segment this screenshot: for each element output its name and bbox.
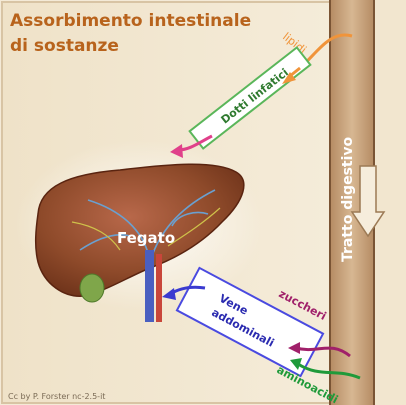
right-margin [375, 0, 406, 405]
vena-cava [145, 250, 154, 322]
title-line-1: Assorbimento intestinale [10, 11, 251, 31]
credit: Cc by P. Forster nc-2.5-it [8, 392, 105, 401]
tract-label: Tratto digestivo [340, 136, 356, 262]
aorta [156, 254, 162, 322]
liver-label: Fegato [117, 229, 175, 247]
gallbladder [80, 274, 104, 302]
title-line-2: di sostanze [10, 36, 119, 56]
